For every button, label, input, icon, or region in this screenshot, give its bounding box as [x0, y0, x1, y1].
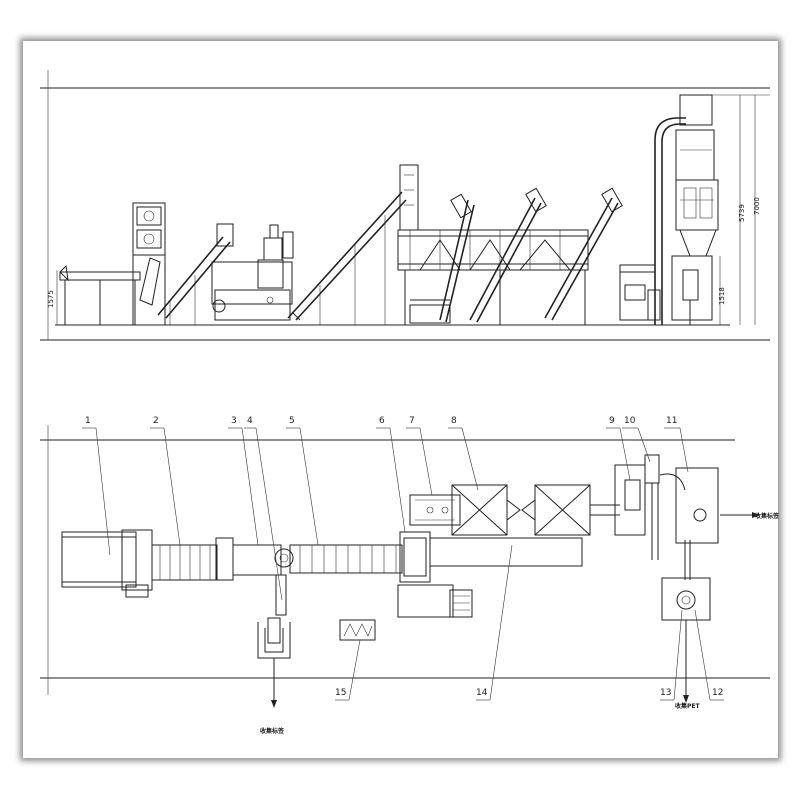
- right-dimensions: 1518 5739 7000: [712, 94, 770, 325]
- bale-table-plan: [61, 529, 153, 598]
- belt-conveyor-plan: [151, 537, 234, 581]
- platform-plan: [397, 537, 583, 618]
- crusher-plan: [614, 454, 660, 560]
- debaler-elevation: [132, 202, 166, 326]
- dryer-plan: [659, 467, 719, 580]
- callout-1: 1: [85, 416, 91, 426]
- label-remover-elevation: [211, 224, 294, 321]
- callout-9: 9: [609, 416, 615, 426]
- callout-11: 11: [666, 416, 677, 426]
- callout-14: 14: [476, 688, 488, 698]
- dim-right-outer: 7000: [753, 197, 761, 215]
- dim-right-mid: 5739: [738, 204, 746, 222]
- callout-10: 10: [624, 416, 636, 426]
- output-arrows: [271, 512, 760, 708]
- washer-plan: [232, 544, 294, 659]
- long-conveyor-plan: [289, 544, 403, 574]
- elevation-view: 1575: [40, 70, 770, 341]
- callout-4: 4: [247, 416, 253, 426]
- inclined-conveyor-1: [157, 223, 234, 325]
- callout-2: 2: [153, 416, 159, 426]
- callout-8: 8: [451, 416, 457, 426]
- platform-elevation: [397, 164, 623, 325]
- callout-7: 7: [409, 416, 415, 426]
- zigzag-symbol: [339, 619, 376, 641]
- plan-view: 收集标签 收集标签 收集PET 1 2 3 4 5 6 7 8 9 1: [40, 416, 780, 735]
- bale-conveyor-elevation: [59, 264, 141, 325]
- inclined-conveyor-2: [287, 191, 407, 325]
- dryer-tower-elevation: [654, 94, 719, 325]
- dim-right-inner: 1518: [718, 287, 726, 305]
- wash-tanks-plan: [451, 484, 620, 536]
- callout-6: 6: [379, 416, 385, 426]
- dim-left-height: 1575: [47, 290, 55, 308]
- output-label-bottom-right: 收集PET: [675, 702, 700, 710]
- output-label-right: 收集标签: [755, 512, 780, 520]
- callout-13: 13: [660, 688, 671, 698]
- collection-box-plan: [661, 577, 711, 621]
- drawing-frame: [23, 41, 778, 758]
- callout-3: 3: [231, 416, 237, 426]
- crusher-elevation: [619, 264, 661, 321]
- callouts: 1 2 3 4 5 6 7 8 9 10 11 12: [82, 416, 724, 701]
- callout-5: 5: [289, 416, 295, 426]
- callout-12: 12: [712, 688, 723, 698]
- output-label-bottom-left: 收集标签: [260, 727, 285, 735]
- callout-15: 15: [335, 688, 346, 698]
